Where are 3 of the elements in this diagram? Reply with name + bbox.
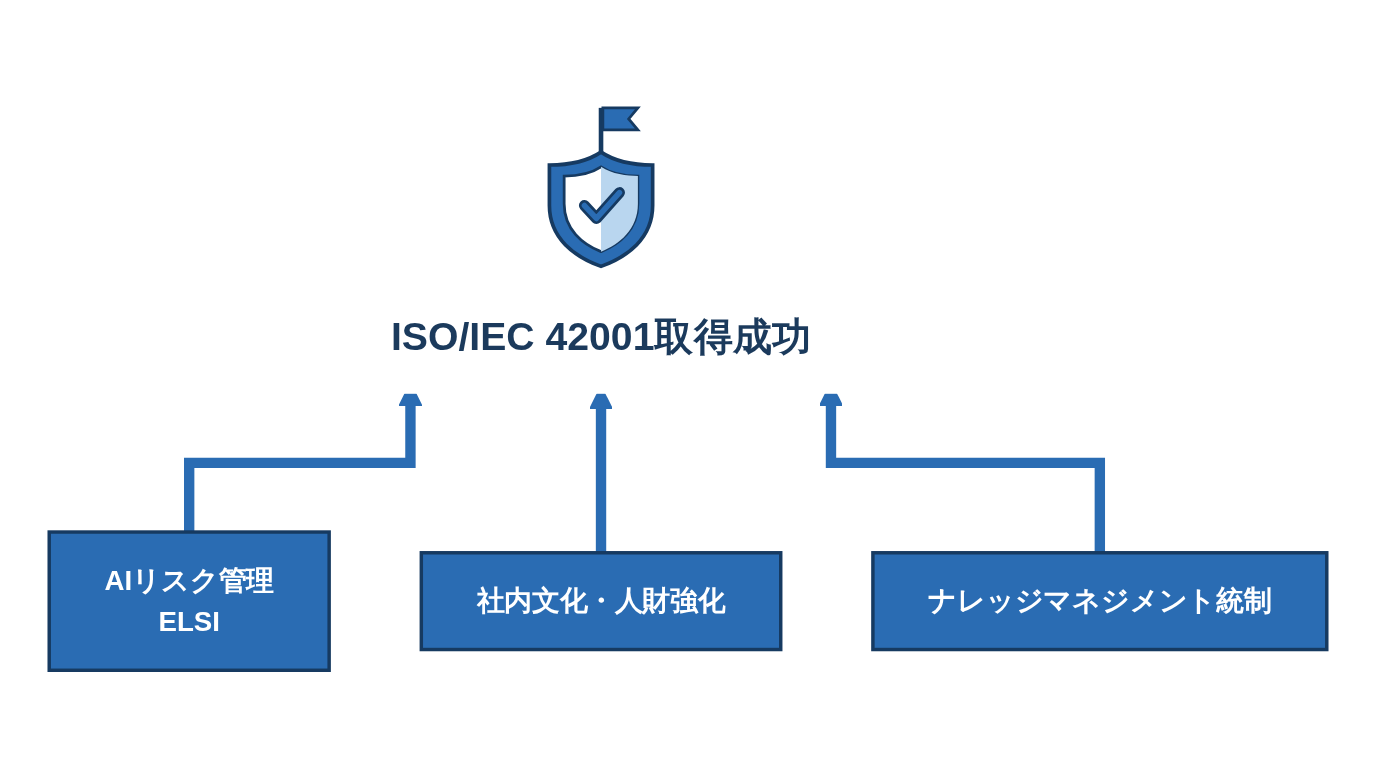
node-box: 社内文化・人財強化 xyxy=(419,551,783,652)
node-box: ナレッジマネジメント統制 xyxy=(871,551,1329,652)
node-box: AIリスク管理 ELSI xyxy=(47,530,331,672)
